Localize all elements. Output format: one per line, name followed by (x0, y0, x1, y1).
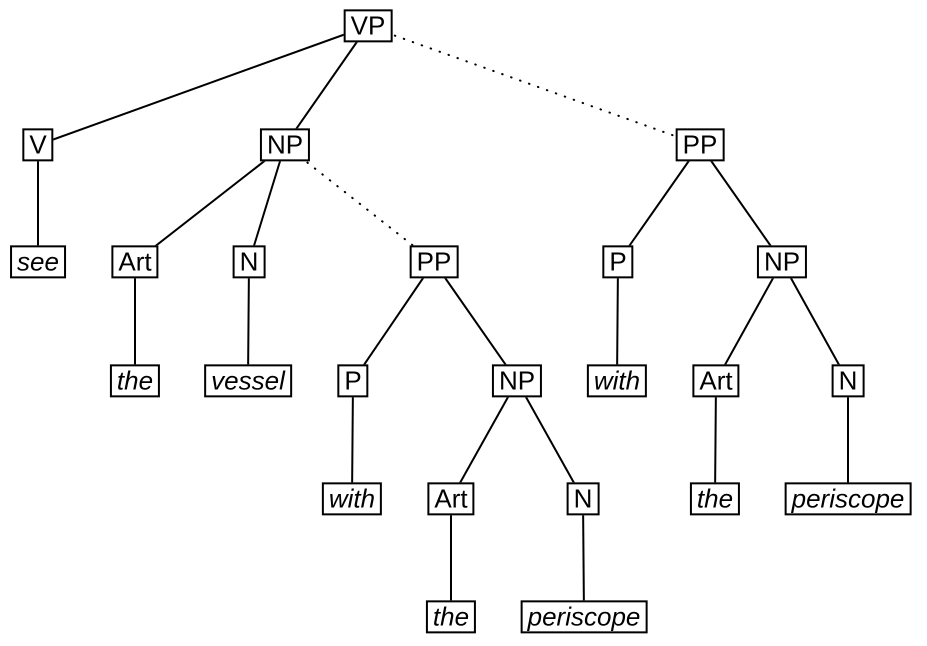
tree-node-np2: NP (491, 364, 543, 398)
tree-node-art1: Art (111, 245, 159, 279)
tree-node-with2: with (586, 364, 648, 398)
edge-n1-vessel-solid (247, 261, 250, 382)
tree-node-n2: N (566, 482, 600, 516)
edge-np1-art1-solid (134, 144, 286, 263)
tree-node-p1: P (337, 364, 369, 398)
edge-np1-pp1-dotted (284, 144, 435, 263)
tree-node-periscope3: periscope (784, 482, 912, 516)
edge-pp1-p1-solid (352, 261, 435, 382)
edge-art3-the3-solid (714, 380, 717, 500)
tree-node-np1: NP (259, 128, 311, 162)
tree-node-the1: the (109, 364, 161, 398)
tree-node-n3: N (831, 364, 865, 398)
edge-vp-np1-solid (284, 25, 369, 146)
tree-node-n1: N (232, 245, 266, 279)
tree-node-see: see (10, 245, 66, 279)
edge-np3-art3-solid (715, 261, 783, 382)
tree-node-art2: Art (427, 482, 475, 516)
tree-node-the3: the (689, 482, 741, 516)
edge-pp1-np2-solid (433, 261, 518, 382)
tree-node-v: V (22, 128, 54, 162)
tree-node-art3: Art (692, 364, 740, 398)
tree-node-np3: NP (756, 245, 808, 279)
edge-p1-with1-solid (351, 380, 354, 500)
tree-node-periscope2: periscope (520, 600, 648, 634)
edge-np2-art2-solid (450, 380, 518, 500)
tree-node-pp2: PP (675, 128, 725, 162)
tree-node-vessel: vessel (204, 364, 292, 398)
tree-node-vp: VP (343, 9, 393, 43)
edge-np1-n1-solid (248, 144, 286, 263)
edge-vp-pp2-dotted (367, 25, 701, 146)
edge-pp2-p2-solid (617, 144, 701, 263)
tree-node-the2: the (425, 600, 477, 634)
edge-p2-with2-solid (616, 261, 619, 382)
edge-n2-periscope2-solid (582, 498, 585, 618)
tree-node-with1: with (321, 482, 383, 516)
edge-pp2-np3-solid (699, 144, 783, 263)
tree-node-pp1: PP (409, 245, 459, 279)
edge-vp-v-solid (37, 25, 369, 146)
edge-np3-n3-solid (781, 261, 849, 382)
edge-np2-n2-solid (516, 380, 584, 500)
tree-node-p2: P (602, 245, 634, 279)
